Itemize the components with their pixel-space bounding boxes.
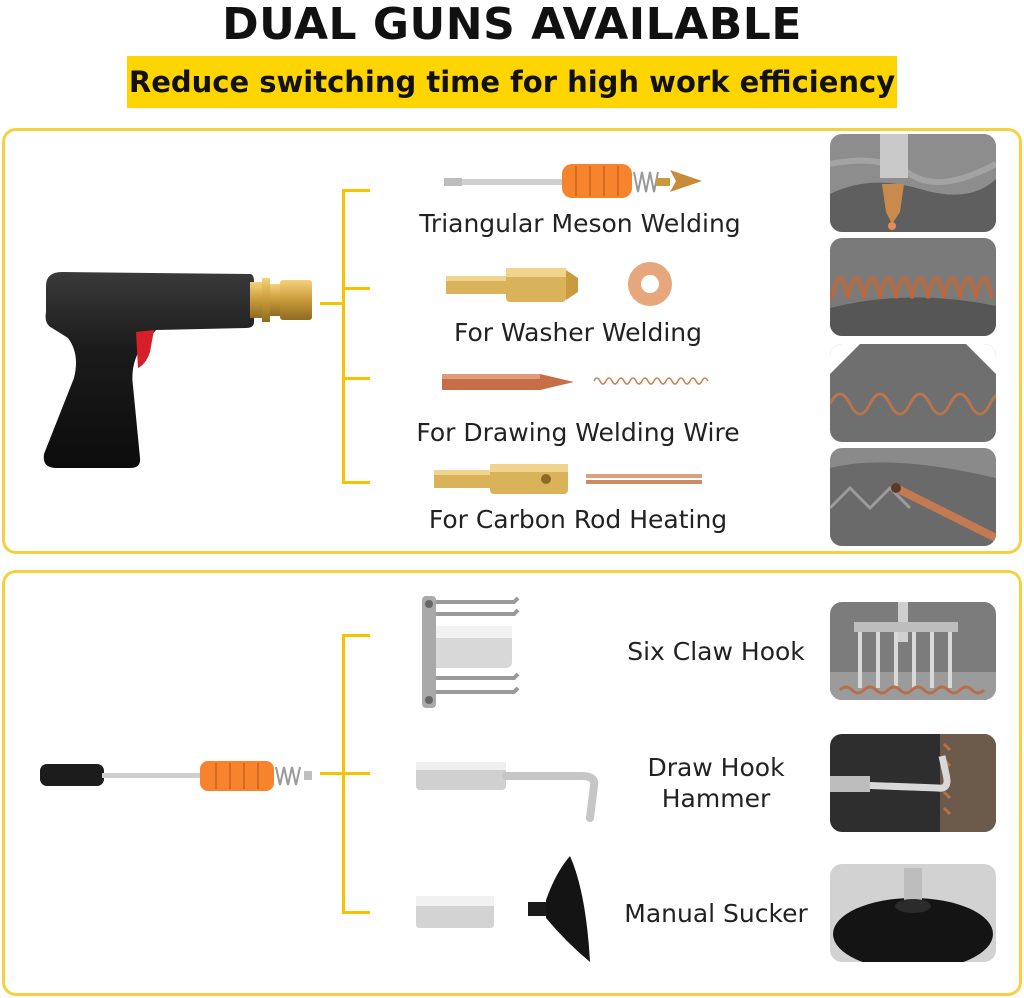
six-claw-photo (830, 602, 996, 700)
draw-hook-photo (830, 734, 996, 832)
subtitle-text: Reduce switching time for high work effi… (128, 65, 896, 99)
carbon-rod-electrode-image (434, 464, 568, 494)
six-claw-hook-image (422, 596, 520, 708)
label-triangular-meson-welding: Triangular Meson Welding (419, 209, 741, 238)
spot-welding-gun-image (43, 272, 312, 468)
sucker-photo (830, 864, 996, 962)
wave-wire-photo (830, 344, 996, 442)
triangle-electrode-image (444, 164, 702, 198)
triangle-welding-photo (830, 134, 996, 232)
label-draw-hook-line1: Draw Hook (647, 753, 785, 782)
label-six-claw-hook: Six Claw Hook (627, 637, 805, 666)
suction-cup-image (528, 856, 590, 962)
carbon-rod-image (586, 474, 702, 484)
draw-hook-image (416, 762, 599, 822)
panel-1-bracket (342, 189, 370, 484)
label-carbon-rod-heating: For Carbon Rod Heating (428, 505, 728, 534)
wave-wire-image (593, 377, 709, 385)
slide-hammer-image (40, 761, 312, 791)
label-drawing-welding-wire: For Drawing Welding Wire (416, 418, 740, 447)
subtitle-banner (127, 56, 897, 108)
washer-electrode-image (446, 268, 578, 302)
carbon-rod-photo (830, 448, 996, 546)
washer-welding-photo (830, 238, 996, 336)
label-washer-welding: For Washer Welding (453, 318, 703, 347)
copper-washer-image (628, 262, 672, 306)
label-draw-hook-line2: Hammer (661, 784, 771, 813)
copper-electrode-image (442, 374, 574, 390)
label-manual-sucker: Manual Sucker (624, 899, 808, 928)
sucker-adapter-image (416, 896, 494, 928)
page-title: DUAL GUNS AVAILABLE (222, 0, 802, 50)
